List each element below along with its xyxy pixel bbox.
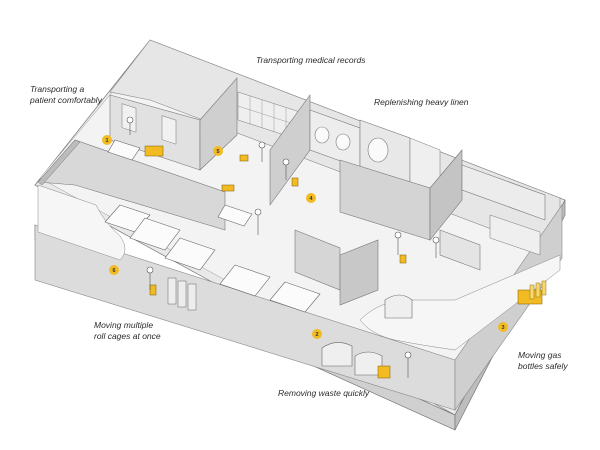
marker-6[interactable]: 6 <box>109 265 119 275</box>
caption-gas-line-1: Moving gas <box>518 350 562 360</box>
marker-5[interactable]: 5 <box>213 146 223 156</box>
caption-patient-line-2: patient comfortably <box>30 94 102 105</box>
marker-2[interactable]: 2 <box>312 329 322 339</box>
beds <box>104 139 321 313</box>
storage-cabinet <box>339 239 379 306</box>
svg-text:6: 6 <box>112 268 115 274</box>
caption-gas: Moving gas bottles safely <box>518 350 568 371</box>
caption-patient-line-1: Transporting a <box>30 84 85 94</box>
marker-1[interactable]: 1 <box>102 135 112 145</box>
svg-text:3: 3 <box>501 325 504 331</box>
waste-containers <box>321 294 413 376</box>
caption-linen: Replenishing heavy linen <box>374 97 469 107</box>
caption-records: Transporting medical records <box>256 55 366 65</box>
svg-text:2: 2 <box>315 332 318 338</box>
records-wall <box>199 77 238 171</box>
partition-ward-top <box>37 139 81 186</box>
caption-roll-cages: Moving multiple roll cages at once <box>94 320 161 341</box>
svg-text:1: 1 <box>105 138 108 144</box>
caption-patient: Transporting a patient comfortably <box>30 84 102 105</box>
kitchen-area <box>439 164 546 271</box>
caption-gas-line-2: bottles safely <box>518 360 568 371</box>
elevator-door-2 <box>161 115 177 145</box>
caption-waste: Removing waste quickly <box>278 388 370 398</box>
marker-3[interactable]: 3 <box>498 322 508 332</box>
front-opening-left <box>37 184 126 261</box>
roll-cages <box>167 277 197 311</box>
marker-4[interactable]: 4 <box>306 193 316 203</box>
partition-laundry-2 <box>429 149 463 241</box>
caption-roll-cages-line-2: roll cages at once <box>94 330 161 341</box>
svg-text:5: 5 <box>216 149 219 155</box>
staff-figures <box>126 116 440 378</box>
gas-bottles <box>529 280 547 300</box>
svg-text:4: 4 <box>309 196 313 202</box>
caption-roll-cages-line-1: Moving multiple <box>94 320 154 330</box>
